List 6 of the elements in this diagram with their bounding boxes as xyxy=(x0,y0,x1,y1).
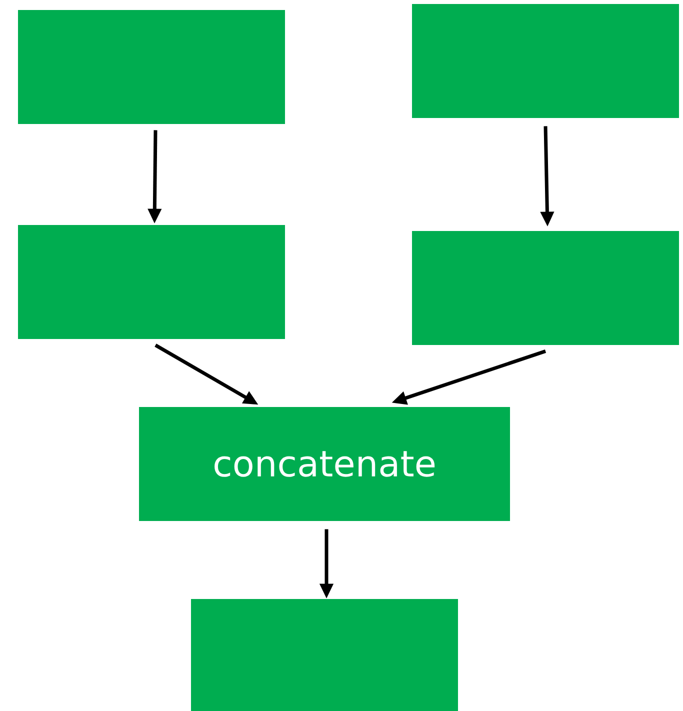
empty-box xyxy=(412,4,679,118)
empty-box xyxy=(412,231,679,345)
process-box: concatenate xyxy=(139,407,510,521)
empty-box xyxy=(18,10,285,124)
empty-box xyxy=(191,599,458,711)
empty-box xyxy=(18,225,285,339)
